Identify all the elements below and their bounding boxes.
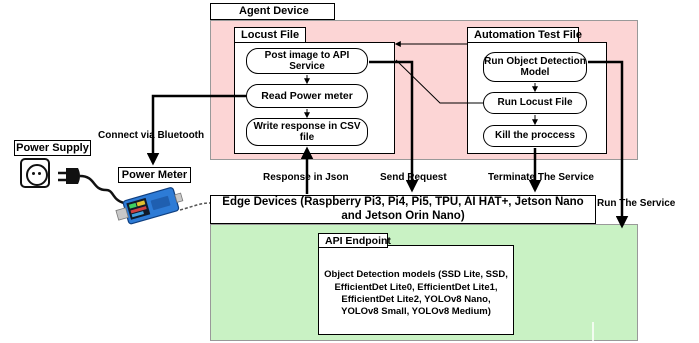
write-response-step: Write response in CSV file — [246, 118, 368, 146]
run-service-arrow — [588, 60, 629, 229]
power-plug-icon — [58, 168, 125, 205]
usb-power-meter-icon — [115, 187, 184, 225]
power-supply-title: Power Supply — [14, 140, 91, 156]
run-service-label: Run The Service — [597, 198, 676, 209]
send-request-label: Send Request — [380, 172, 447, 183]
api-endpoint-description: Object Detection models (SSD Lite, SSD, … — [324, 269, 508, 318]
connect-bluetooth-label: Connect via Bluetooth — [98, 130, 205, 141]
locust-file-title: Locust File — [234, 27, 306, 43]
edge-devices-box: Edge Devices (Raspberry Pi3, Pi4, Pi5, T… — [210, 195, 596, 224]
power-socket-icon — [20, 158, 50, 188]
agent-device-title: Agent Device — [210, 3, 335, 20]
run-locust-step: Run Locust File — [483, 92, 587, 114]
run-detection-step: Run Object Detection Model — [483, 52, 587, 82]
run-locust-to-panel-line — [395, 59, 483, 104]
api-endpoint-title: API Endpoint — [318, 233, 391, 248]
read-power-meter-step: Read Power meter — [246, 84, 368, 108]
power-meter-to-edge-cable — [179, 202, 211, 211]
kill-process-step: Kill the proccess — [483, 125, 587, 147]
send-request-arrow — [369, 60, 419, 193]
power-meter-title: Power Meter — [118, 167, 191, 183]
terminate-service-label: Terminate The Service — [488, 172, 594, 183]
bluetooth-connection-arrow — [146, 94, 246, 166]
automation-test-title: Automation Test File — [467, 27, 582, 43]
edge-devices-title: Edge Devices (Raspberry Pi3, Pi4, Pi5, T… — [222, 196, 584, 222]
api-endpoint-panel — [318, 245, 514, 335]
post-image-step: Post image to API Service — [246, 48, 368, 74]
